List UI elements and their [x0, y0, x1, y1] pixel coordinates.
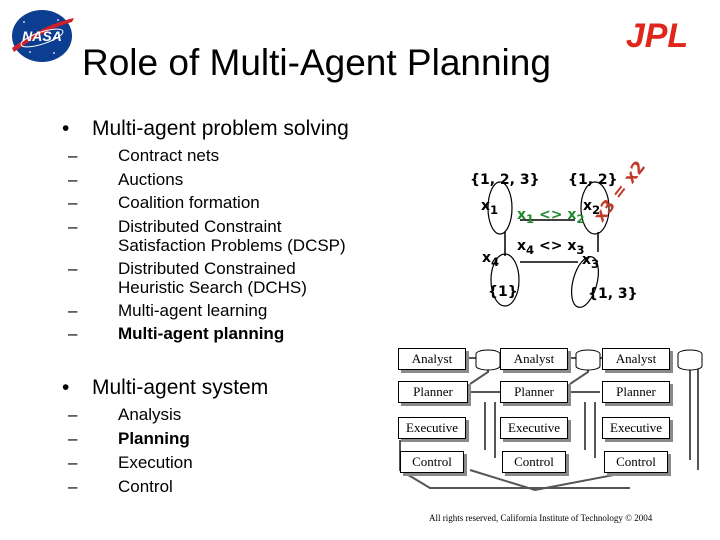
- nasa-logo-text: NASA: [22, 28, 62, 44]
- executive-box: Executive: [398, 417, 466, 439]
- database-icon: [677, 354, 703, 371]
- csp-node-x2-oval: [580, 181, 610, 235]
- jpl-logo-text: JPL: [626, 18, 688, 50]
- bullet-multi-agent-system: •Multi-agent system: [62, 376, 269, 399]
- list-item: –Coalition formation: [68, 193, 260, 212]
- system-list: –Analysis –Planning –Execution –Control: [64, 403, 193, 499]
- csp-node-x1-oval: [487, 181, 513, 235]
- bullet-problem-solving: •Multi-agent problem solving: [62, 117, 349, 140]
- constraint-x1-x2: x1 <> x2: [517, 207, 585, 226]
- variable-x2: x2: [583, 198, 601, 217]
- analyst-box: Analyst: [398, 348, 466, 370]
- list-item: –Multi-agent planning: [68, 324, 285, 343]
- bullet-label: Multi-agent problem solving: [92, 117, 349, 140]
- problem-solving-list: –Contract nets –Auctions –Coalition form…: [64, 144, 346, 346]
- domain-x3: {1, 3}: [588, 286, 638, 302]
- domain-x1: {1, 2, 3}: [470, 172, 540, 188]
- control-box: Control: [604, 451, 668, 473]
- planner-box: Planner: [500, 381, 568, 403]
- planner-box: Planner: [602, 381, 670, 403]
- copyright-footer: All rights reserved, California Institut…: [429, 513, 653, 523]
- domain-x4: {1}: [488, 284, 518, 300]
- csp-node-x4-oval: [490, 253, 520, 307]
- control-box: Control: [502, 451, 566, 473]
- bullet-label: Multi-agent system: [92, 376, 269, 399]
- variable-x1: x1: [481, 198, 499, 217]
- list-item: –Multi-agent learning: [68, 300, 268, 320]
- domain-x2: {1, 2}: [568, 172, 618, 188]
- constraint-x4-x3: x4 <> x3: [517, 238, 585, 257]
- planner-box: Planner: [398, 381, 468, 403]
- csp-node-x3-oval: [570, 256, 600, 308]
- variable-x4: x4: [482, 250, 500, 269]
- list-item: –Control: [68, 477, 173, 496]
- database-icon: [575, 354, 601, 371]
- control-box: Control: [400, 451, 464, 473]
- list-item: –Analysis: [68, 405, 182, 424]
- list-item: –Contract nets: [68, 146, 220, 165]
- list-item: –Planning: [68, 429, 190, 448]
- page-title: Role of Multi-Agent Planning: [82, 42, 551, 83]
- analyst-box: Analyst: [500, 348, 568, 370]
- jpl-logo: JPL: [626, 18, 688, 50]
- executive-box: Executive: [500, 417, 568, 439]
- nasa-logo: NASA: [12, 10, 74, 62]
- executive-box: Executive: [602, 417, 670, 439]
- list-item: –Auctions: [68, 169, 184, 189]
- analyst-box: Analyst: [602, 348, 670, 370]
- database-icon: [475, 354, 501, 371]
- variable-x3: x3: [582, 252, 600, 271]
- list-item: –Execution: [68, 453, 193, 472]
